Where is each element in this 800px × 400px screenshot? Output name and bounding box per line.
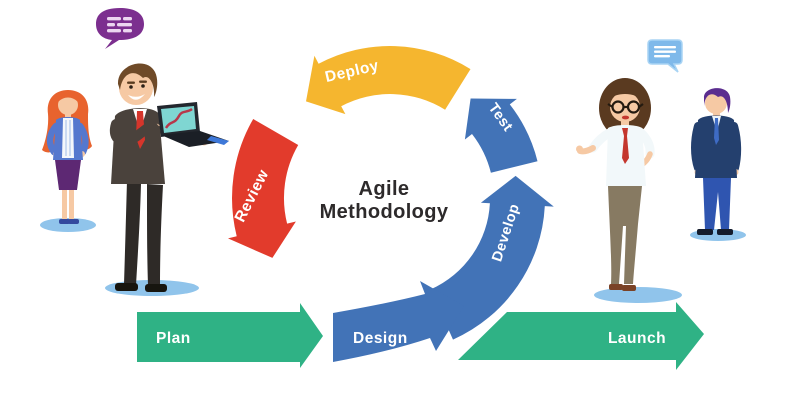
eye xyxy=(141,84,145,88)
shoe xyxy=(59,219,70,224)
test-arrow xyxy=(464,98,538,173)
face xyxy=(705,92,727,114)
plan-label: Plan xyxy=(156,330,191,347)
plan-arrow xyxy=(137,303,323,368)
pants xyxy=(608,186,642,284)
launch-arrow xyxy=(458,302,704,370)
lips xyxy=(621,115,630,120)
shirt-stripes xyxy=(65,120,71,156)
speech-bubble-icon xyxy=(647,39,683,73)
skirt xyxy=(55,160,81,190)
hair-fringe xyxy=(58,94,78,102)
title-line-1: Agile xyxy=(358,178,410,200)
leg xyxy=(69,190,74,220)
neck xyxy=(621,119,629,128)
speech-bubble-icon xyxy=(96,8,144,49)
right-man-figure xyxy=(690,88,746,241)
deploy-arrow xyxy=(306,46,471,115)
left-woman-figure xyxy=(40,90,96,232)
eyebrow xyxy=(139,80,147,83)
smile xyxy=(128,94,145,100)
heel-shoe xyxy=(622,285,636,291)
hair xyxy=(117,63,158,97)
launch-label: Launch xyxy=(608,330,666,347)
face xyxy=(119,71,153,105)
title-line-2: Methodology xyxy=(319,201,449,223)
design-label: Design xyxy=(353,330,408,347)
tie xyxy=(622,128,629,164)
develop-arrow xyxy=(430,175,554,340)
bubble-text-lines xyxy=(107,17,132,33)
cycle-arcs xyxy=(228,46,554,340)
tie xyxy=(714,118,719,145)
eyebrow xyxy=(127,81,135,84)
glasses-icon xyxy=(607,100,644,114)
hair-fringe xyxy=(608,89,642,100)
face xyxy=(58,95,78,115)
pointing-arm xyxy=(109,117,162,146)
figure-shadow xyxy=(40,218,96,232)
laptop-base xyxy=(161,131,229,147)
leg xyxy=(124,180,141,285)
shoe xyxy=(145,284,167,292)
suit-jacket xyxy=(695,115,737,178)
shoe xyxy=(697,229,713,235)
laptop-man-figure xyxy=(105,63,229,296)
open-hand xyxy=(576,145,583,153)
diagram-title: Agile Methodology xyxy=(284,178,484,224)
shoe xyxy=(717,229,733,235)
shirt xyxy=(62,118,74,158)
laptop-base-accent xyxy=(207,136,229,145)
design-arrow xyxy=(333,281,464,362)
leg xyxy=(62,190,67,220)
hair xyxy=(703,88,731,113)
bubble-text-lines xyxy=(654,46,676,58)
right-arm xyxy=(76,122,89,156)
shoe xyxy=(68,219,79,224)
right-woman-figure xyxy=(576,78,682,303)
leg xyxy=(147,184,163,285)
laptop-screen xyxy=(161,106,196,133)
pants xyxy=(703,178,731,230)
shoe xyxy=(115,283,138,291)
eye xyxy=(129,85,133,89)
heel-shoe xyxy=(609,284,623,290)
review-arrow xyxy=(228,119,299,258)
figure-shadow xyxy=(594,287,682,303)
left-arm xyxy=(46,122,60,156)
chart-line xyxy=(164,107,193,129)
